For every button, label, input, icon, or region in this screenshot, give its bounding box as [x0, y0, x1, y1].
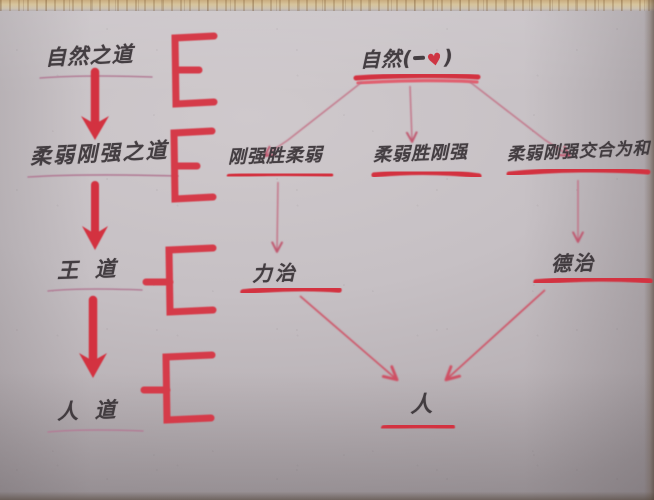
heart-icon: ♥ [425, 49, 446, 72]
label-ziran-root: 自然( ♥) [359, 41, 455, 73]
paren-open: ( [401, 46, 413, 71]
label-gangqiang-sheng-rouruo: 刚强胜柔弱 [227, 144, 324, 168]
underline-ren [381, 422, 455, 431]
edge-gangqiang-to-lizhi [277, 181, 278, 250]
edge-dezhi-to-ren [448, 289, 546, 378]
desk-edge-top [0, 0, 654, 11]
left-node-underlines [27, 75, 179, 433]
label-ziran-zhi-dao: 自然之道 [44, 42, 135, 70]
chain-arrow-1 [81, 67, 109, 140]
bracket-1 [171, 32, 218, 108]
paren-close: ) [443, 44, 455, 70]
edge-ziran-to-rouruo [410, 85, 412, 140]
paper-texture [0, 8, 654, 500]
label-wang-dao: 王 道 [56, 256, 121, 283]
underline-jiaohe-wei-he [506, 167, 651, 177]
tree-edges-to-leaf [299, 289, 546, 378]
edge-ziran-to-jiaohe [469, 81, 568, 155]
desk-edge-right [644, 0, 654, 500]
label-li-zhi: 力治 [251, 260, 299, 286]
bracket-3 [142, 244, 217, 316]
dash-mark [413, 55, 426, 61]
tree-edges [266, 81, 578, 250]
chain-arrow-3 [79, 295, 107, 378]
bracket-2 [170, 127, 217, 203]
wood-grain [0, 0, 654, 11]
paper-sheet [0, 8, 654, 500]
underline-rouruo-sheng-gangqiang [371, 169, 482, 179]
underline-de-zhi [533, 276, 653, 285]
label-ren-dao: 人 道 [56, 397, 121, 424]
underline-gangqiang-sheng-rouruo [226, 171, 334, 179]
underline-li-zhi [240, 285, 342, 295]
edge-ziran-to-gangqiang [266, 81, 363, 155]
bracket-4 [140, 351, 216, 424]
edge-lizhi-to-ren [299, 295, 395, 378]
desk-edge-bottom [0, 492, 654, 500]
tree-underlines [226, 73, 653, 431]
left-chain-arrows [79, 67, 109, 378]
red-brackets [140, 32, 218, 424]
chain-arrow-2 [82, 181, 108, 250]
paper-shading [0, 8, 654, 500]
label-de-zhi: 德治 [550, 250, 597, 276]
label-rouruo-sheng-gangqiang: 柔弱胜刚强 [372, 141, 469, 166]
label-ren-leaf: 人 [409, 392, 434, 418]
underline-ziran [353, 73, 481, 85]
label-ziran-text: 自然 [359, 46, 403, 72]
